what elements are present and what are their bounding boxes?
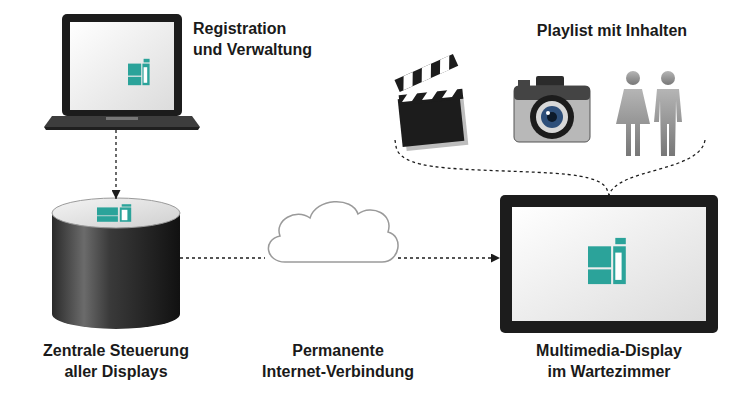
server-node: Zentrale Steuerung aller Displays: [52, 199, 180, 329]
bracket-line: [609, 140, 705, 195]
dashed-connector: [180, 257, 265, 258]
display-icon: [500, 195, 718, 333]
camera-icon: [514, 76, 590, 142]
dashed-connector: [395, 140, 609, 195]
display-node: Multimedia-Display im Wartezimmer: [500, 195, 718, 333]
playlist-node: Playlist mit Inhalten: [392, 62, 708, 140]
node-label: Multimedia-Display im Wartezimmer: [535, 340, 683, 382]
laptop-icon: [44, 14, 200, 130]
dashed-connector: [115, 130, 116, 199]
node-label: Permanente Internet-Verbindung: [261, 340, 415, 382]
people-icon: [616, 71, 682, 156]
cloud-icon: [268, 202, 398, 262]
cloud-node: Permanente Internet-Verbindung: [265, 195, 398, 267]
node-label: Zentrale Steuerung aller Displays: [42, 340, 190, 382]
server-cylinder: [52, 198, 180, 329]
laptop-node: Registration und Verwaltung: [45, 12, 200, 130]
clapperboard-icon: [394, 54, 468, 151]
dashed-connector: [398, 257, 500, 258]
node-label: Playlist mit Inhalten: [535, 20, 689, 41]
node-label: Registration und Verwaltung: [193, 18, 315, 60]
